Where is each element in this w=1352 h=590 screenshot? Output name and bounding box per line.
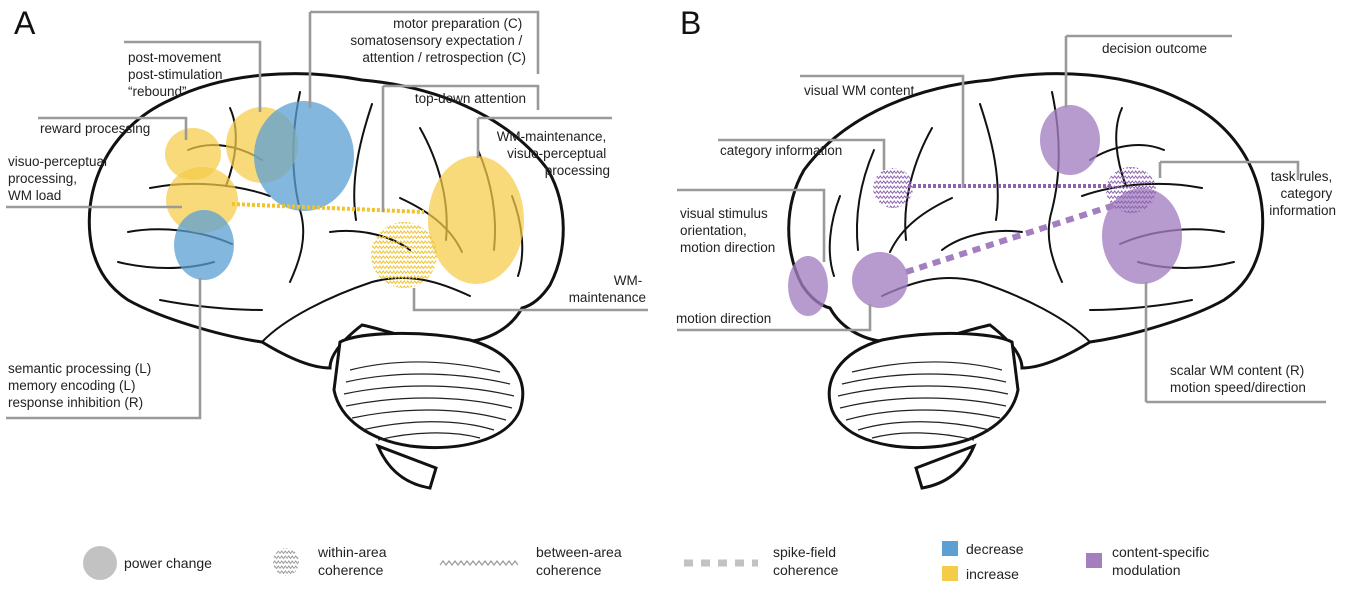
legend-between-area-swatch: [440, 561, 518, 565]
region-wm-maint-visuo: [428, 156, 524, 284]
label-task-rules: task rules, category information: [1269, 169, 1336, 218]
label-visual-stim: visual stimulus orientation, motion dire…: [680, 206, 775, 255]
legend-increase-label: increase: [966, 566, 1019, 582]
legend-power-change-label: power change: [124, 555, 212, 571]
label-semantic: semantic processing (L) memory encoding …: [8, 361, 155, 410]
legend-between-area-label: between-area coherence: [536, 544, 626, 578]
label-motor-prep: motor preparation (C) somatosensory expe…: [350, 16, 526, 65]
region-decision: [1040, 105, 1100, 175]
label-decision: decision outcome: [1102, 41, 1207, 56]
region-motor-prep: [254, 101, 354, 211]
legend-power-change-swatch: [83, 546, 117, 580]
region-visual-stim: [852, 252, 908, 308]
label-visual-wm: visual WM content: [804, 83, 915, 98]
legend-spike-field-label: spike-field coherence: [773, 544, 840, 578]
panel-a: A: [6, 5, 648, 488]
legend-content-specific-swatch: [1086, 553, 1102, 568]
legend-within-area-label: within-area coherence: [317, 544, 390, 578]
panel-a-letter: A: [14, 5, 36, 41]
label-top-down: top-down attention: [415, 91, 526, 106]
label-motion-dir: motion direction: [676, 311, 771, 326]
panel-b-letter: B: [680, 5, 701, 41]
legend-within-area-swatch: [273, 548, 299, 576]
region-wm-maintenance: [371, 222, 437, 288]
legend-decrease-label: decrease: [966, 541, 1024, 557]
panel-b: B: [676, 5, 1336, 488]
region-motion-dir: [788, 256, 828, 316]
label-scalar: scalar WM content (R) motion speed/direc…: [1170, 363, 1308, 395]
legend-content-specific-label: content-specific modulation: [1112, 544, 1213, 578]
legend-decrease-swatch: [942, 541, 958, 556]
label-wm-maintenance: WM- maintenance: [569, 273, 646, 305]
region-semantic: [174, 210, 234, 280]
region-category-within: [873, 168, 913, 208]
label-reward: reward processing: [40, 121, 150, 136]
legend-increase-swatch: [942, 566, 958, 581]
legend: power change within-area coherence betwe…: [83, 541, 1213, 582]
label-category: category information: [720, 143, 842, 158]
